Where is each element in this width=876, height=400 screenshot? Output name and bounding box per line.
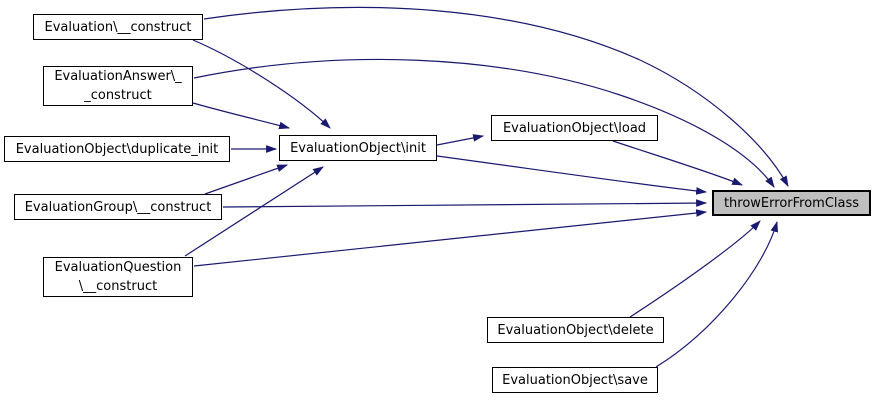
- node-evaluation-group-construct[interactable]: EvaluationGroup\__construct: [14, 194, 222, 220]
- node-evaluation-question-construct[interactable]: EvaluationQuestion \__construct: [43, 257, 193, 297]
- edge-group-construct-to-init: [204, 164, 289, 195]
- edge-evaluation-construct-to-init: [192, 39, 331, 129]
- edge-delete-to-throw: [629, 220, 761, 318]
- edge-evaluation-answer-construct-to-throw: [193, 58, 775, 188]
- edge-question-construct-to-init: [184, 166, 324, 257]
- node-throw-error-from-class: throwErrorFromClass: [712, 190, 871, 216]
- edge-evaluation-answer-construct-to-init: [192, 102, 291, 130]
- edge-init-to-throw: [436, 155, 708, 195]
- node-evaluation-construct[interactable]: Evaluation\__construct: [33, 14, 203, 40]
- edge-load-to-throw: [612, 140, 744, 186]
- node-evaluation-object-delete[interactable]: EvaluationObject\delete: [487, 317, 664, 343]
- edge-save-to-throw: [655, 220, 779, 368]
- node-evaluation-answer-construct[interactable]: EvaluationAnswer\_ _construct: [43, 66, 193, 106]
- node-evaluation-object-duplicate-init[interactable]: EvaluationObject\duplicate_init: [4, 136, 230, 162]
- edge-question-construct-to-throw: [193, 209, 708, 267]
- edge-evaluation-construct-to-throw: [203, 6, 789, 187]
- node-evaluation-object-init[interactable]: EvaluationObject\init: [279, 135, 437, 161]
- edge-init-to-load: [436, 134, 485, 146]
- node-evaluation-object-load[interactable]: EvaluationObject\load: [491, 115, 658, 141]
- node-evaluation-object-save[interactable]: EvaluationObject\save: [492, 367, 658, 393]
- edge-group-construct-to-throw: [222, 199, 708, 208]
